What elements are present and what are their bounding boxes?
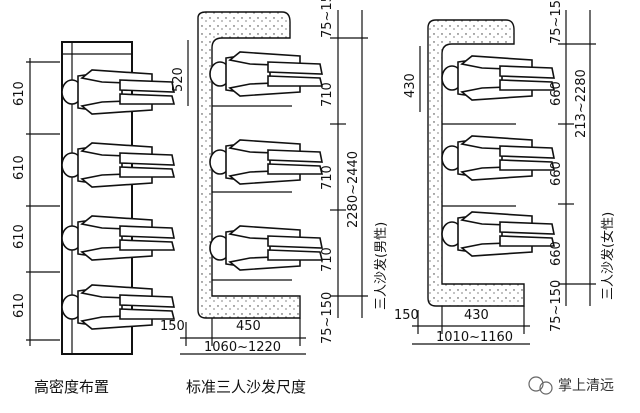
dim-seat-660: 660 — [549, 241, 564, 266]
dim-seat-710: 710 — [320, 82, 335, 107]
middle-caption: 标准三人沙发尺度 — [186, 378, 306, 396]
dim-430: 430 — [403, 73, 418, 98]
dim-610: 610 — [12, 293, 27, 318]
wechat-icon — [528, 376, 544, 392]
dim-seat-660: 660 — [549, 81, 564, 106]
watermark-text: 掌上清远 — [558, 378, 614, 394]
sofa-frame — [427, 19, 525, 307]
left-diagram: 610 610 610 610 高密度布置 — [12, 41, 175, 396]
dim-depth-total: 1010~1160 — [436, 330, 513, 345]
dim-610: 610 — [12, 224, 27, 249]
left-backrest — [61, 41, 133, 355]
dim-bottom-gap: 75~150 — [320, 292, 335, 344]
watermark: 掌上清远 — [528, 376, 614, 395]
person-figure — [61, 215, 175, 261]
dim-150: 150 — [160, 319, 185, 334]
side-label-female: 三人沙发(女性) — [600, 212, 616, 300]
person-figure — [209, 139, 323, 185]
person-figure — [61, 69, 175, 115]
side-label-male: 三人沙发(男性) — [373, 222, 389, 310]
dim-seat-710: 710 — [320, 165, 335, 190]
person-figure — [209, 225, 323, 271]
right-diagram: 430 75~150 660 660 660 75~150 213~2280 三… — [394, 0, 616, 345]
dim-450: 450 — [236, 319, 261, 334]
dim-430: 430 — [464, 308, 489, 323]
dim-top-gap: 75~150 — [320, 0, 335, 38]
middle-diagram: 520 75~150 710 710 710 75~150 2280~2440 … — [160, 0, 389, 396]
dim-depth-total: 1060~1220 — [204, 340, 281, 355]
dim-bottom-gap: 75~150 — [549, 280, 564, 332]
dim-610: 610 — [12, 155, 27, 180]
person-figure — [61, 142, 175, 188]
person-figure — [441, 211, 555, 257]
sofa-frame — [197, 11, 301, 319]
dim-150: 150 — [394, 308, 419, 323]
dim-610: 610 — [12, 81, 27, 106]
dim-seat-660: 660 — [549, 161, 564, 186]
person-figure — [441, 135, 555, 181]
dim-overall-length: 213~2280 — [574, 69, 589, 138]
dim-overall-length: 2280~2440 — [346, 151, 361, 228]
person-figure — [61, 284, 175, 330]
dim-seat-710: 710 — [320, 247, 335, 272]
dim-520: 520 — [171, 67, 186, 92]
person-figure — [209, 51, 323, 97]
left-caption: 高密度布置 — [34, 378, 109, 396]
dim-top-gap: 75~150 — [549, 0, 564, 44]
person-figure — [441, 55, 555, 101]
